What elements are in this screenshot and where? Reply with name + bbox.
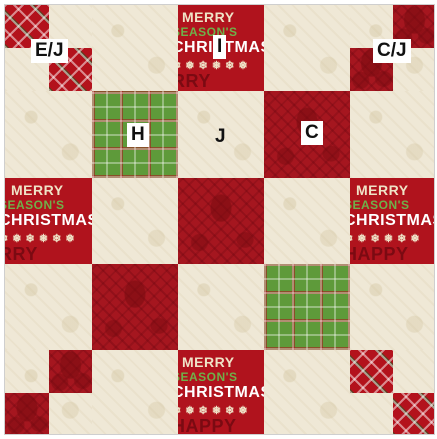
fabric-word-merry-reversed: RRY <box>5 244 38 264</box>
red-damask-square-bottom <box>92 264 178 350</box>
label-top-right: C/J <box>373 39 411 63</box>
fabric-word-merry: MERRY <box>11 182 64 198</box>
label-top-center: I <box>213 35 226 59</box>
quilt-block: MERRY SEASON'S CHRISTMAS ❄ ❅ ❄ ❅ ❄ ❅ RRY… <box>4 4 435 435</box>
cream-square-r4c4 <box>350 350 435 435</box>
cream-square-r3c4 <box>350 264 435 350</box>
fabric-word-merry: MERRY <box>182 354 235 370</box>
fabric-word-merry: MERRY <box>182 9 235 25</box>
cream-square-center-bottom <box>178 264 264 350</box>
cream-square-r1c0 <box>5 91 92 178</box>
fabric-word-seasons: SEASON'S <box>350 198 410 212</box>
fabric-word-merry-reversed: RRY <box>178 71 211 91</box>
red-damask-corner <box>5 393 49 435</box>
fabric-word-seasons: SEASON'S <box>178 25 238 39</box>
fabric-word-merry: MERRY <box>356 182 409 198</box>
cream-square-r4c1 <box>92 350 178 435</box>
christmas-text-fabric-bottom: MERRY SEASON'S CHRISTMAS ❄ ❅ ❄ ❅ ❄ ❅ HAP… <box>178 350 264 435</box>
cream-square-r0c1 <box>92 5 178 91</box>
red-damask-corner <box>49 350 92 393</box>
cream-square-r0c3 <box>264 5 350 91</box>
fabric-word-christmas: CHRISTMAS <box>178 384 264 402</box>
red-plaid-corner <box>350 350 393 393</box>
cream-square-r1c4 <box>350 91 435 178</box>
fabric-word-seasons: SEASON'S <box>178 370 238 384</box>
label-center: J <box>211 125 230 149</box>
fabric-word-christmas: CHRISTMAS <box>350 212 435 230</box>
cream-square-r3c0 <box>5 264 92 350</box>
cream-square-r2c3 <box>264 178 350 264</box>
green-plaid-square <box>264 264 350 350</box>
fabric-word-christmas: CHRISTMAS <box>5 212 92 230</box>
fabric-word-seasons: SEASON'S <box>5 198 65 212</box>
red-plaid-corner <box>393 393 435 435</box>
fabric-word-happy: HAPPY <box>350 244 409 264</box>
label-red-damask: C <box>301 121 323 145</box>
cream-square-r4c3 <box>264 350 350 435</box>
label-green-plaid: H <box>127 123 149 147</box>
christmas-text-fabric-right: MERRY SEASON'S CHRISTMAS ❄ ❅ ❄ ❅ ❄ ❅ HAP… <box>350 178 435 264</box>
label-top-left: E/J <box>31 39 68 63</box>
red-damask-square-center <box>178 178 264 264</box>
cream-square-r4c0 <box>5 350 92 435</box>
christmas-text-fabric-left: MERRY SEASON'S CHRISTMAS ❄ ❅ ❄ ❅ ❄ ❅ RRY <box>5 178 92 264</box>
fabric-word-happy: HAPPY <box>178 416 237 435</box>
cream-square-r2c1 <box>92 178 178 264</box>
